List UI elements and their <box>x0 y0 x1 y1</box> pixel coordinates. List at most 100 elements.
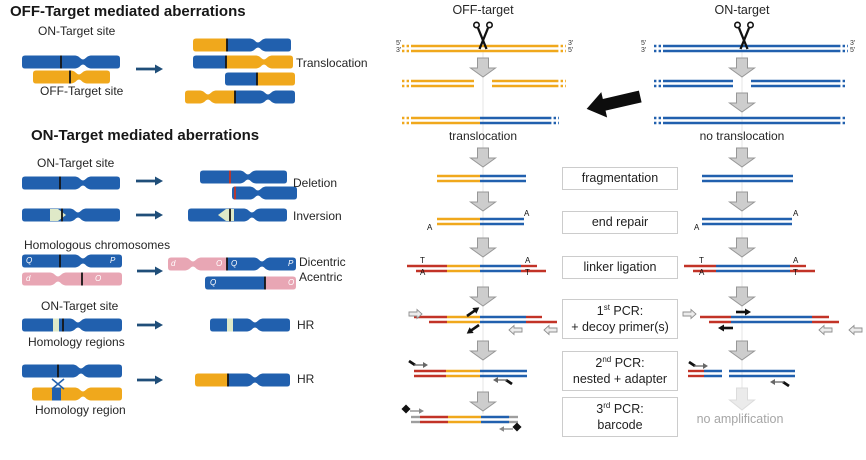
nested-primer-arrow <box>770 379 790 388</box>
down-arrow-icon <box>727 191 757 212</box>
down-arrow-icon <box>728 387 756 411</box>
step-line: nested + adapter <box>572 372 668 386</box>
dna-strands <box>702 174 793 183</box>
chromosome-letter: O <box>95 274 102 283</box>
prime-label: 5' <box>850 47 856 54</box>
crossover-x-icon <box>51 378 65 390</box>
chromosome-graphic <box>22 254 122 268</box>
nested-primer-arrow <box>493 377 513 386</box>
step-box-end-repair: end repair <box>562 211 678 234</box>
on-target-site-label-2: ON-Target site <box>37 156 115 170</box>
base-label: T <box>420 256 425 265</box>
down-arrow-icon <box>727 237 757 258</box>
step-line: 1st PCR: <box>596 302 644 318</box>
arrow-right-icon <box>137 320 163 330</box>
base-label: T <box>525 268 530 277</box>
on-target-site-label-3: ON-Target site <box>41 299 119 313</box>
down-arrow-icon <box>727 92 757 113</box>
base-label: A <box>525 256 531 265</box>
dna-strands <box>654 44 848 53</box>
prime-label: 3' <box>850 40 856 47</box>
step-box-fragmentation: fragmentation <box>562 167 678 190</box>
arrow-right-icon <box>137 375 163 385</box>
base-label: A <box>524 209 530 218</box>
step-box-linker-ligation: linker ligation <box>562 256 678 279</box>
chromosome-letter: P <box>288 259 294 268</box>
primer-arrow-outline <box>543 324 558 336</box>
off-target-site-label: OFF-Target site <box>40 84 124 98</box>
base-label: T <box>793 268 798 277</box>
scissors-icon <box>472 21 493 50</box>
prime-label: 5' <box>568 47 574 54</box>
arrow-right-icon <box>136 64 163 74</box>
chromosome-graphic <box>33 70 110 84</box>
down-arrow-icon <box>468 340 498 361</box>
step-line: barcode <box>597 418 643 432</box>
dicentric-label: Dicentric <box>299 255 346 269</box>
homology-region-label: Homology region <box>35 403 126 417</box>
arrow-right-icon <box>136 176 163 186</box>
dna-strands <box>437 174 526 183</box>
nested-primer-arrow <box>408 359 428 368</box>
down-arrow-icon <box>468 237 498 258</box>
on-target-site-label: ON-Target site <box>38 24 116 38</box>
chromosome-graphic <box>210 318 290 332</box>
no-translocation-label: no translocation <box>699 129 785 143</box>
off-column-title: OFF-target <box>452 3 514 17</box>
chromosome-letter: d <box>171 259 176 268</box>
chromosome-letter: O <box>288 278 295 287</box>
dna-strands <box>414 315 557 324</box>
prime-label: 5' <box>396 40 402 47</box>
homologous-chromosomes-label: Homologous chromosomes <box>24 238 171 252</box>
chromosome-graphic <box>205 276 296 290</box>
dna-strands <box>402 116 559 125</box>
translocation-label: translocation <box>448 129 518 143</box>
prime-label: 5' <box>641 40 647 47</box>
deletion-label: Deletion <box>293 176 338 190</box>
dna-strands <box>402 79 566 88</box>
down-arrow-icon <box>468 191 498 212</box>
hr-label-1: HR <box>297 318 315 332</box>
chromosome-graphic <box>193 38 291 52</box>
chromosome-graphic <box>22 208 120 222</box>
down-arrow-icon <box>727 57 757 78</box>
primer-arrow-outline <box>508 324 523 336</box>
chromosome-graphic <box>22 55 120 69</box>
base-label: A <box>793 256 799 265</box>
dna-strands <box>402 44 566 53</box>
off-aberrations-title: OFF-Target mediated aberrations <box>10 3 246 20</box>
hr-label-2: HR <box>297 372 315 386</box>
down-arrow-icon <box>468 147 498 168</box>
chromosome-graphic <box>195 373 290 387</box>
chromosome-graphic <box>22 364 122 378</box>
prime-label: 3' <box>568 40 574 47</box>
arrow-right-icon <box>137 266 163 276</box>
barcode-primer-arrow <box>499 422 522 432</box>
dna-strands <box>654 116 847 125</box>
dna-strands <box>700 315 839 324</box>
primer-arrow-black <box>736 308 751 316</box>
base-label: A <box>694 223 700 232</box>
translocation-result-label: Translocation <box>296 56 368 70</box>
base-label: A <box>793 209 799 218</box>
chromosome-graphic <box>225 72 295 86</box>
chromosome-graphic <box>188 208 287 222</box>
step-box-pcr-2: 2nd PCR: nested + adapter <box>562 351 678 391</box>
step-line: end repair <box>591 215 649 230</box>
homology-regions-label: Homology regions <box>28 335 125 349</box>
primer-arrow-outline <box>408 308 423 320</box>
dna-strands <box>688 369 795 378</box>
barcode-primer-arrow <box>401 404 424 414</box>
chromosome-letter: O <box>216 259 223 268</box>
step-line: + decoy primer(s) <box>571 320 669 334</box>
chromosome-graphic <box>232 186 297 200</box>
inversion-label: Inversion <box>293 209 342 223</box>
step-line: linker ligation <box>583 260 657 275</box>
primer-arrow-black <box>466 323 480 334</box>
merge-arrow-icon <box>586 90 642 118</box>
chromosome-letter: Q <box>210 278 217 287</box>
dna-strands <box>654 79 847 88</box>
down-arrow-icon <box>727 340 757 361</box>
